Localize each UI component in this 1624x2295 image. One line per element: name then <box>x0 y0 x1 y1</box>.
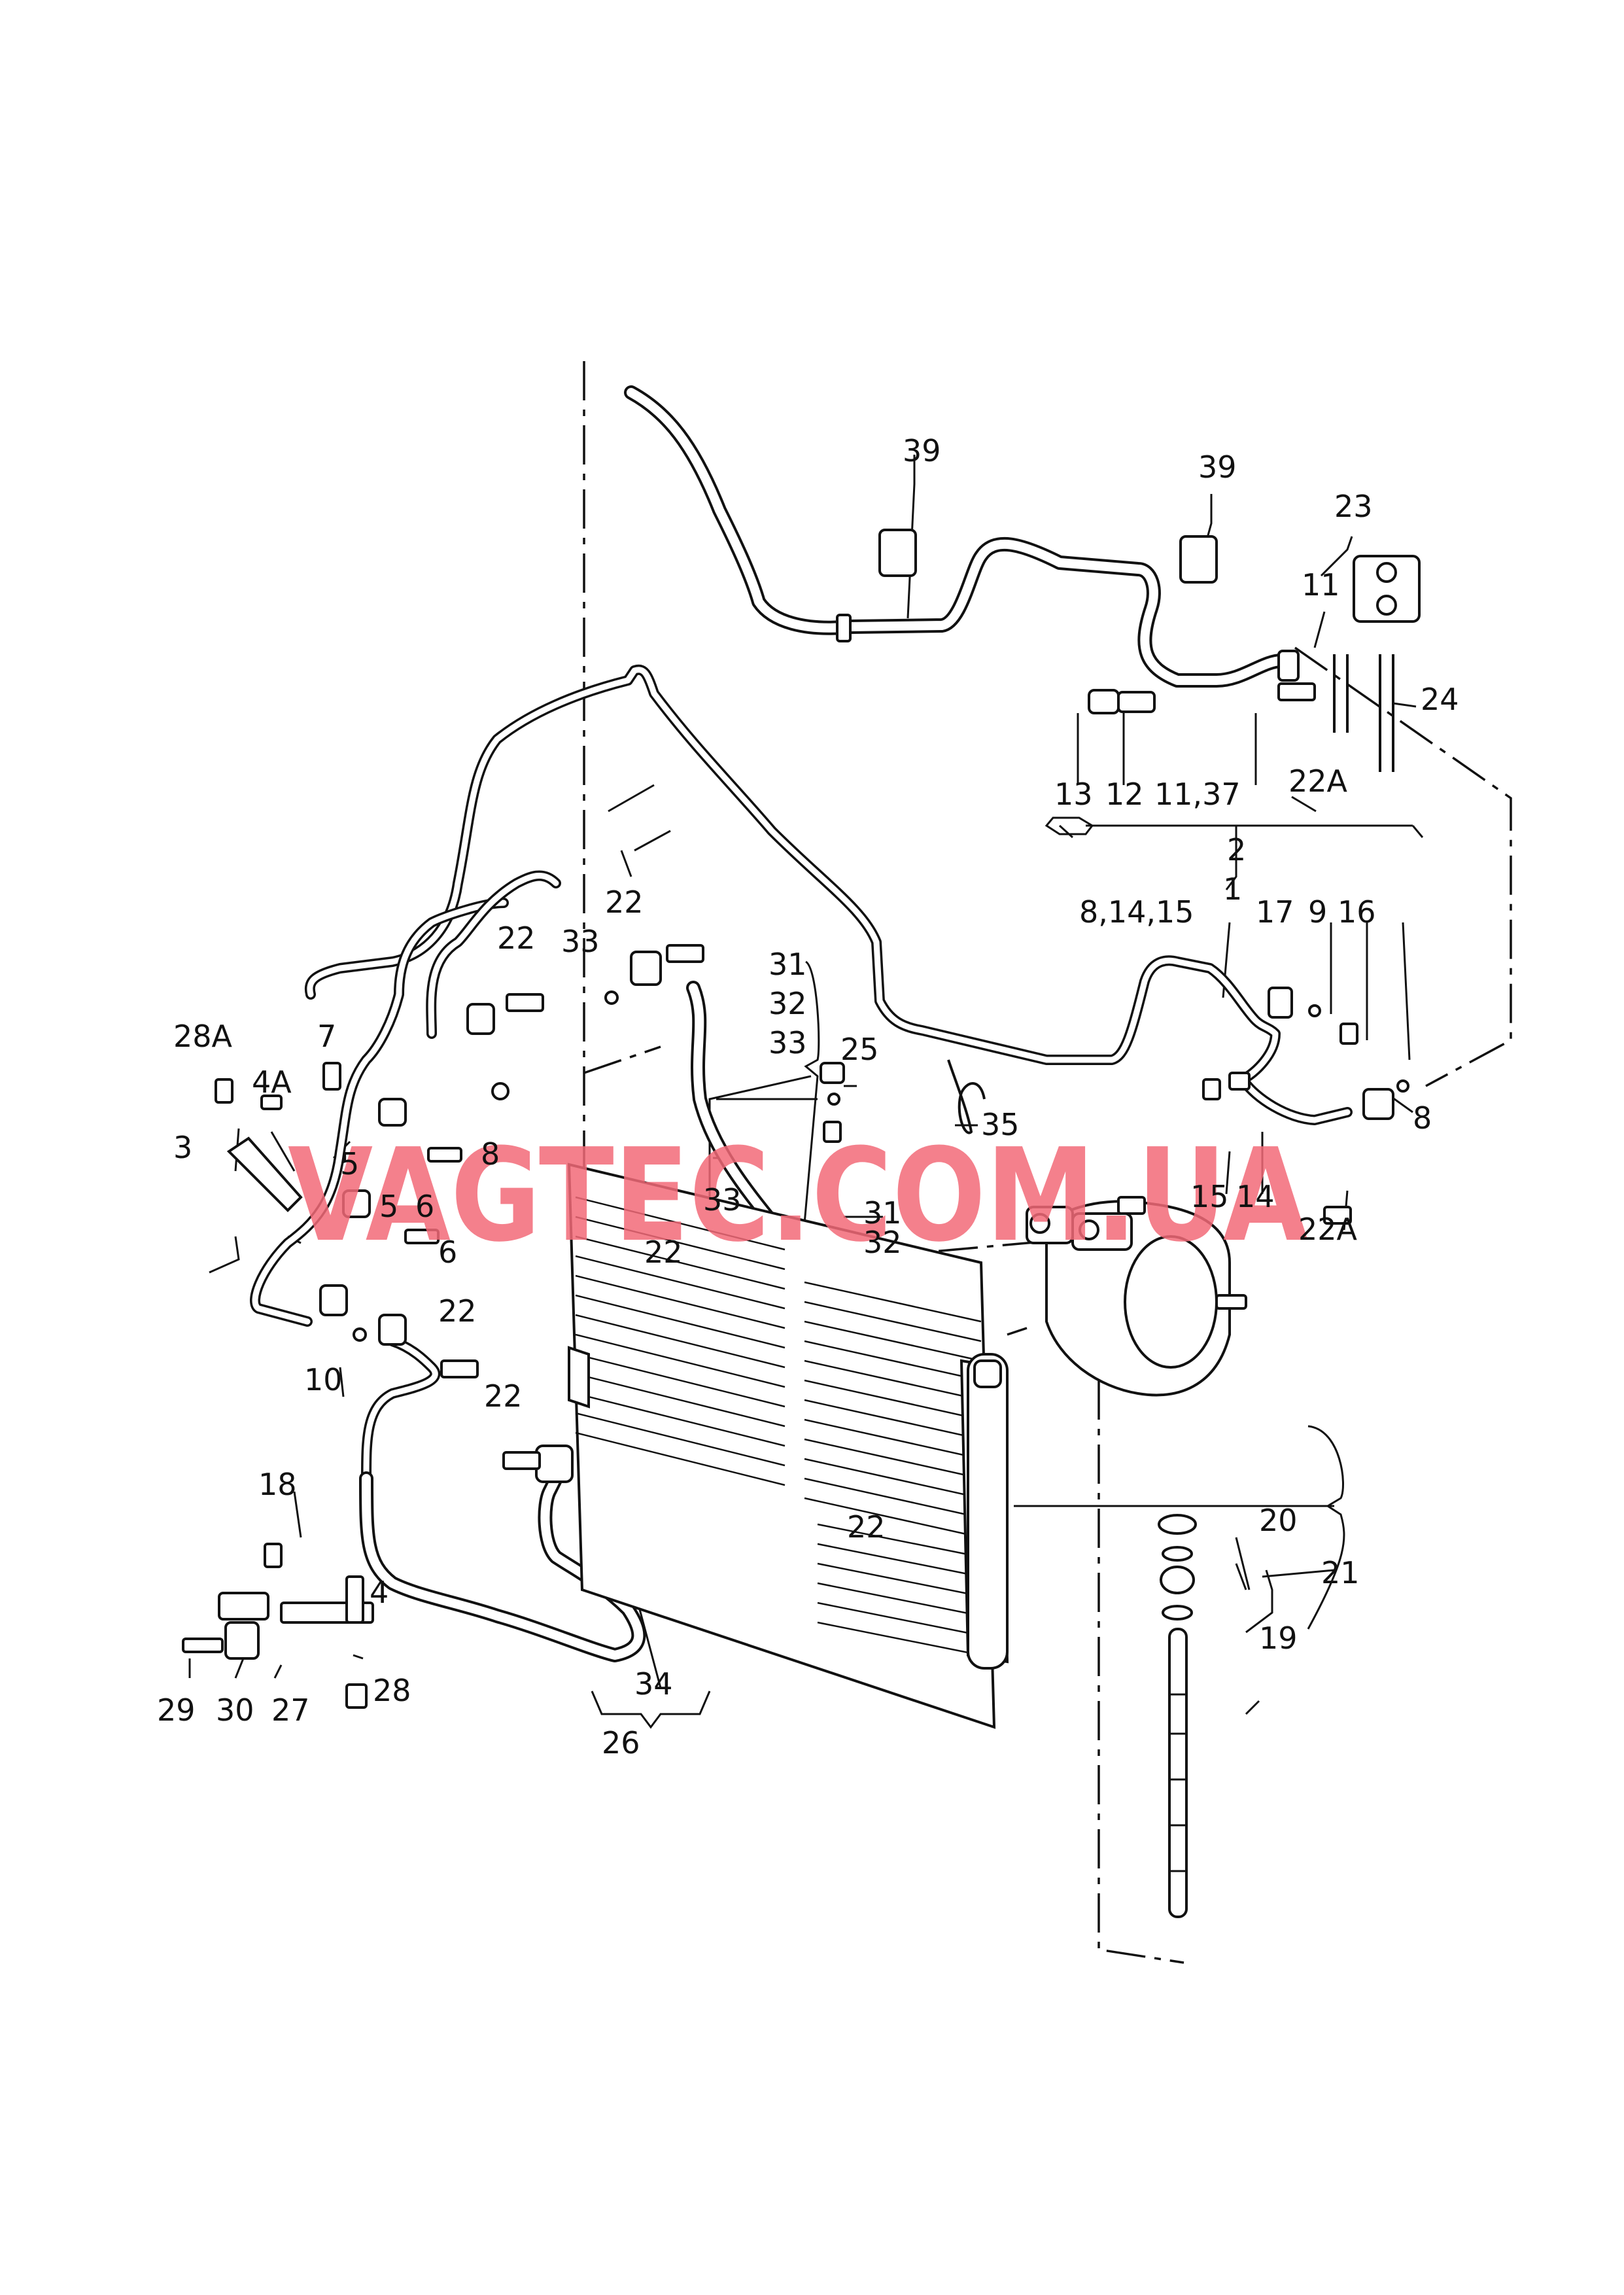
label-12: 12 <box>1105 777 1144 812</box>
label-22: 22 <box>847 1509 886 1545</box>
label-21: 21 <box>1321 1555 1360 1590</box>
label-33: 33 <box>703 1182 742 1218</box>
label-4a: 4A <box>252 1064 292 1100</box>
label-39: 39 <box>1198 449 1237 485</box>
label-8: 8 <box>481 1136 500 1172</box>
label-6: 6 <box>438 1235 457 1270</box>
label-13: 13 <box>1054 777 1093 812</box>
label-5: 5 <box>379 1189 398 1224</box>
label-19: 19 <box>1259 1621 1298 1656</box>
label-32: 32 <box>863 1225 902 1260</box>
label-16: 16 <box>1338 894 1376 930</box>
drier-cartridge <box>1158 1514 1197 1918</box>
label-5: 5 <box>340 1146 359 1182</box>
condenser <box>567 1163 1009 1729</box>
label-31: 31 <box>769 947 807 982</box>
label-23: 23 <box>1334 489 1373 524</box>
label-8-14-15: 8,14,15 <box>1079 894 1194 930</box>
label-28: 28 <box>373 1673 411 1708</box>
label-22: 22 <box>497 920 536 956</box>
label-33: 33 <box>561 924 600 959</box>
label-18: 18 <box>258 1467 297 1502</box>
label-1: 1 <box>1223 871 1242 907</box>
label-14: 14 <box>1236 1179 1275 1214</box>
label-15: 15 <box>1190 1179 1229 1214</box>
compressor <box>1026 1196 1247 1397</box>
label-11-37: 11,37 <box>1154 777 1241 812</box>
label-29: 29 <box>157 1692 196 1728</box>
label-26: 26 <box>602 1725 640 1761</box>
label-8: 8 <box>1413 1100 1432 1136</box>
label-6: 6 <box>415 1189 434 1224</box>
label-27: 27 <box>271 1692 310 1728</box>
label-22a: 22A <box>1298 1212 1358 1247</box>
label-34: 34 <box>634 1666 673 1702</box>
label-22: 22 <box>644 1235 683 1270</box>
refrigerant-lines <box>250 385 1394 1662</box>
label-22a: 22A <box>1288 763 1348 799</box>
label-20: 20 <box>1259 1503 1298 1538</box>
label-30: 30 <box>216 1692 254 1728</box>
label-24: 24 <box>1421 682 1459 717</box>
label-3: 3 <box>173 1130 192 1165</box>
label-32: 32 <box>769 986 807 1021</box>
label-22: 22 <box>605 885 644 920</box>
label-25: 25 <box>840 1032 879 1067</box>
label-22: 22 <box>484 1378 523 1414</box>
label-33: 33 <box>769 1025 807 1060</box>
label-2: 2 <box>1227 832 1246 867</box>
label-17: 17 <box>1256 894 1294 930</box>
label-35: 35 <box>981 1107 1020 1142</box>
label-7: 7 <box>317 1019 336 1054</box>
label-39: 39 <box>903 433 941 468</box>
label-11: 11 <box>1302 567 1340 603</box>
label-4: 4 <box>370 1575 389 1610</box>
label-28a: 28A <box>173 1019 233 1054</box>
leader-lines <box>188 455 1424 1729</box>
label-22: 22 <box>438 1293 477 1329</box>
condenser-fins <box>575 1196 982 1656</box>
watermark-text: VAGTEC.COM.UA <box>288 1121 1308 1270</box>
callout-labels: 39 39 23 11 24 13 12 11,37 22A 2 1 8,14,… <box>157 433 1459 1761</box>
label-31: 31 <box>863 1195 902 1231</box>
label-10: 10 <box>304 1362 343 1397</box>
label-9: 9 <box>1308 894 1327 930</box>
